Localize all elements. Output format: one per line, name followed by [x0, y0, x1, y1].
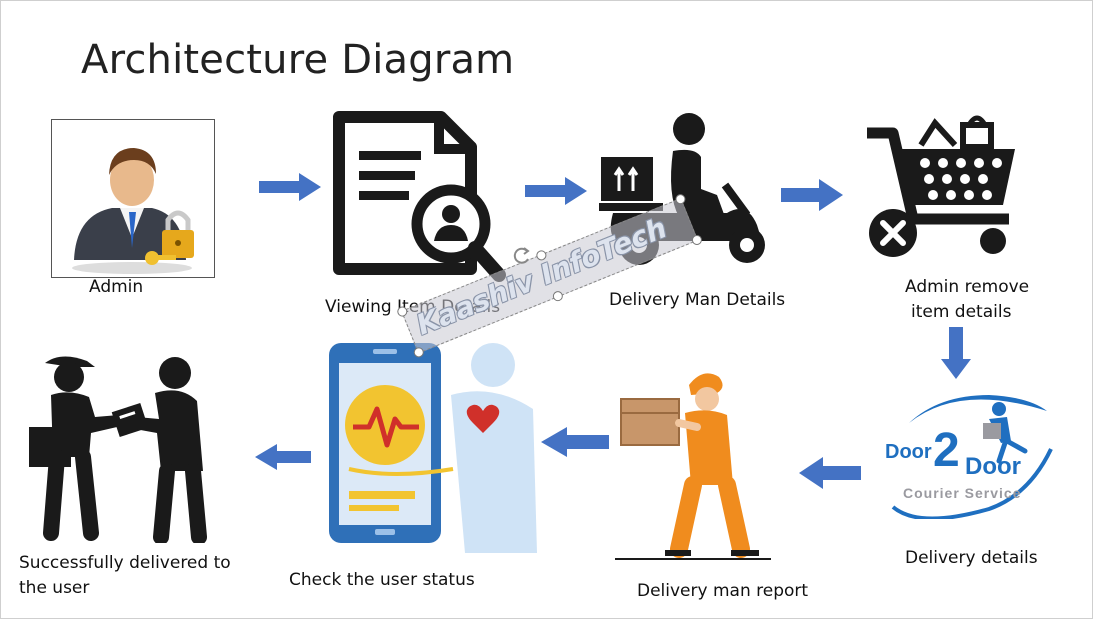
delivery-details-label: Delivery details: [905, 548, 1038, 568]
admin-label: Admin: [89, 277, 144, 297]
diagram-title: Architecture Diagram: [81, 37, 515, 83]
check-status-label: Check the user status: [289, 570, 475, 590]
arrow-left-icon: [541, 427, 609, 457]
arrow-right-icon: [525, 177, 587, 205]
logo-word-door-1: Door: [885, 441, 932, 463]
logo-word-door-2: Door: [965, 453, 1021, 480]
delivery-man-box-icon: [615, 373, 771, 560]
admin-user-icon: [72, 148, 194, 274]
arrow-right-icon: [781, 179, 843, 211]
arrow-right-icon: [259, 173, 321, 201]
logo-tagline: Courier Service: [903, 485, 1022, 501]
admin-remove-label-2: item details: [911, 302, 1012, 322]
phone-health-icon: [329, 343, 537, 553]
admin-remove-label-1: Admin remove: [905, 277, 1030, 297]
delivered-label-2: the user: [19, 578, 90, 598]
courier-runner-icon: [891, 395, 1053, 519]
arrow-left-icon: [255, 444, 311, 470]
door2door-logo: Door 2 Door Courier Service: [879, 389, 1059, 519]
document-search-icon: [333, 111, 506, 282]
logo-number-2: 2: [933, 424, 960, 477]
handover-package-icon: [29, 356, 207, 543]
rotate-handle-icon[interactable]: [511, 245, 533, 267]
arrow-down-icon: [941, 327, 971, 379]
admin-image-frame: [51, 119, 215, 278]
delivery-report-label: Delivery man report: [637, 581, 809, 601]
cart-remove-icon: [867, 115, 1015, 257]
arrow-left-icon: [799, 457, 861, 489]
delivered-label-1: Successfully delivered to: [19, 553, 231, 573]
delivery-man-label: Delivery Man Details: [609, 290, 786, 310]
